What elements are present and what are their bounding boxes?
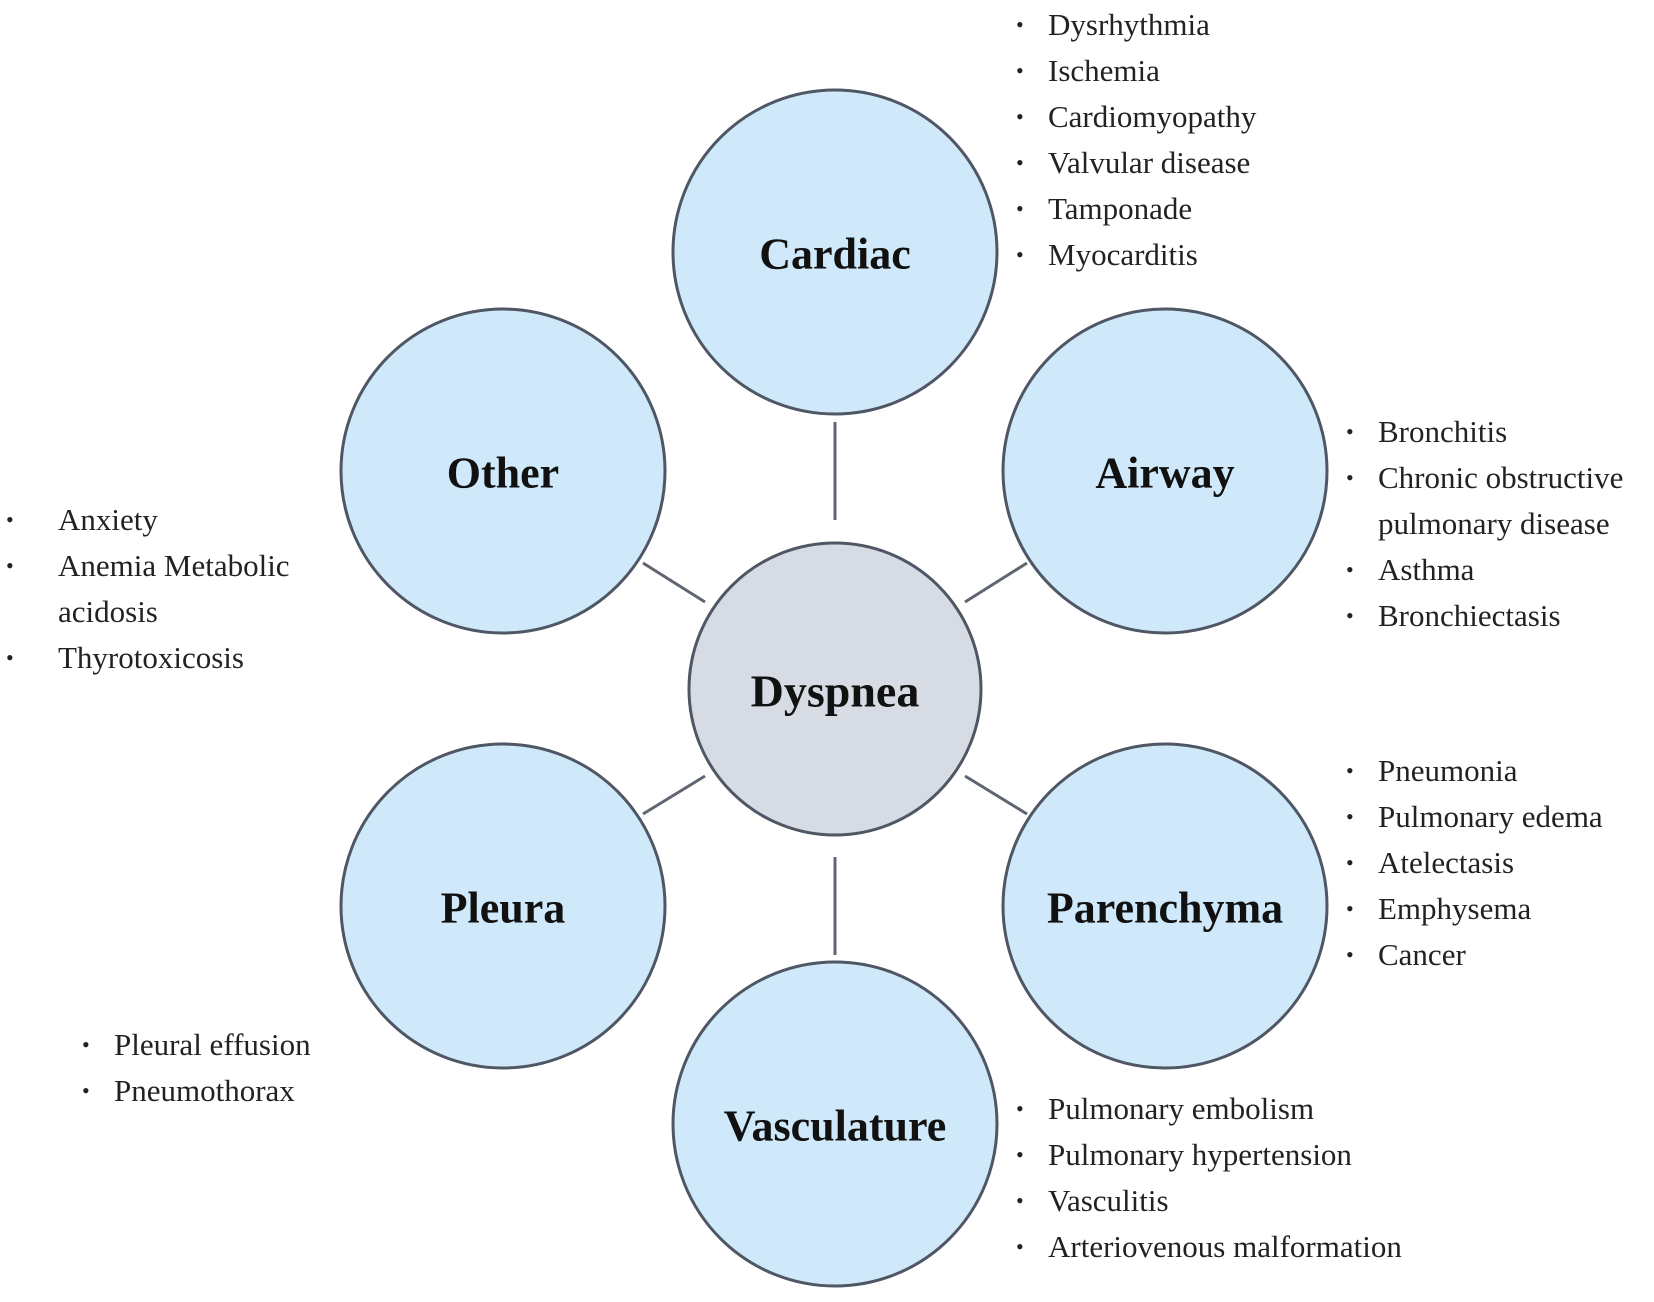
category-label-parenchyma: Parenchyma (1047, 884, 1283, 933)
list-item: Anemia Metabolic acidosis (6, 543, 306, 635)
category-label-pleura: Pleura (441, 884, 566, 933)
list-item: Cardiomyopathy (1016, 94, 1256, 140)
list-item: Tamponade (1016, 186, 1256, 232)
parenchyma-causes-list: Pneumonia Pulmonary edema Atelectasis Em… (1346, 748, 1603, 978)
category-circle-pleura (339, 742, 667, 1070)
list-item: Chronic obstructive pulmonary disease (1346, 455, 1646, 547)
connector-pleura (642, 774, 706, 816)
list-item: Cancer (1346, 932, 1603, 978)
category-label-cardiac: Cardiac (759, 230, 911, 279)
center-circle (687, 541, 983, 837)
list-item: Pneumonia (1346, 748, 1603, 794)
other-causes-list: Anxiety Anemia Metabolic acidosis Thyrot… (6, 497, 306, 681)
list-item: Pulmonary edema (1346, 794, 1603, 840)
category-circle-cardiac (671, 88, 999, 416)
list-item: Ischemia (1016, 48, 1256, 94)
category-label-airway: Airway (1095, 449, 1234, 498)
list-item: Vasculitis (1016, 1178, 1402, 1224)
connector-parenchyma (964, 774, 1028, 816)
list-item: Thyrotoxicosis (6, 635, 306, 681)
list-item: Valvular disease (1016, 140, 1256, 186)
category-label-other: Other (447, 449, 559, 498)
list-item: Myocarditis (1016, 232, 1256, 278)
list-item: Arteriovenous malformation (1016, 1224, 1402, 1270)
list-item: Pneumothorax (82, 1068, 311, 1114)
pleura-causes-list: Pleural effusion Pneumothorax (82, 1022, 311, 1114)
airway-causes-list: Bronchitis Chronic obstructive pulmonary… (1346, 409, 1646, 639)
category-circle-vasculature (671, 960, 999, 1288)
list-item: Bronchiectasis (1346, 593, 1646, 639)
list-item: Pleural effusion (82, 1022, 311, 1068)
list-item: Pulmonary hypertension (1016, 1132, 1402, 1178)
connector-airway (964, 561, 1028, 604)
list-item: Bronchitis (1346, 409, 1646, 455)
list-item: Atelectasis (1346, 840, 1603, 886)
connector-other (642, 561, 706, 604)
list-item: Asthma (1346, 547, 1646, 593)
vasculature-causes-list: Pulmonary embolism Pulmonary hypertensio… (1016, 1086, 1402, 1270)
category-label-vasculature: Vasculature (724, 1102, 946, 1151)
list-item: Emphysema (1346, 886, 1603, 932)
category-circle-other (339, 307, 667, 635)
cardiac-causes-list: Dysrhythmia Ischemia Cardiomyopathy Valv… (1016, 2, 1256, 278)
list-item: Dysrhythmia (1016, 2, 1256, 48)
category-circle-airway (1001, 307, 1329, 635)
category-circle-parenchyma (1001, 742, 1329, 1070)
list-item: Anxiety (6, 497, 306, 543)
center-label: Dyspnea (751, 666, 920, 717)
list-item: Pulmonary embolism (1016, 1086, 1402, 1132)
